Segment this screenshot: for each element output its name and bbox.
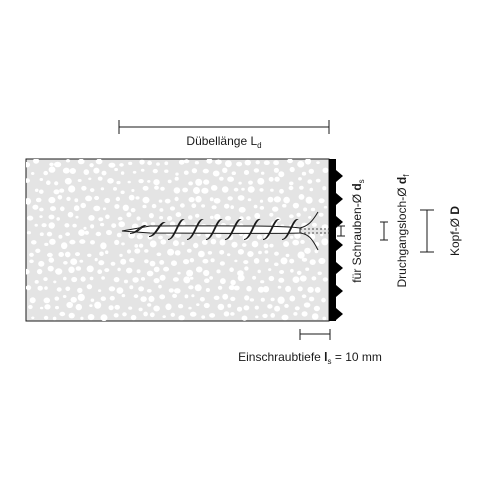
screw-diameter-bracket xyxy=(337,225,345,237)
head-diameter-bracket xyxy=(420,209,434,253)
screw-thread xyxy=(129,218,299,240)
dowel-length-label: Dübellänge Ld xyxy=(186,134,261,150)
thread-turn xyxy=(262,218,280,240)
sealing-profile xyxy=(329,159,343,321)
thread-turn xyxy=(224,218,242,240)
dowel-length-dimension: Dübellänge Ld xyxy=(118,120,330,150)
head-diameter-label: Kopf-Ø D xyxy=(448,206,462,256)
screw xyxy=(121,211,330,251)
screw-diameter-label: für Schrauben-Ø ds xyxy=(350,179,366,282)
thread-turn xyxy=(186,218,204,240)
thread-turn xyxy=(205,218,223,240)
screw-in-depth-dimension: Einschraubtiefe ls = 10 mm xyxy=(238,329,382,366)
material-texture xyxy=(26,159,329,321)
thread-turn xyxy=(243,218,261,240)
screw-in-depth-label: Einschraubtiefe ls = 10 mm xyxy=(238,350,382,366)
thread-turn xyxy=(129,224,147,234)
through-hole-bracket xyxy=(380,221,388,241)
thread-turn xyxy=(281,218,299,240)
insulation-block xyxy=(25,158,330,322)
thread-turn xyxy=(148,221,166,237)
thread-turn xyxy=(167,218,185,240)
through-hole-label: Druchgangsloch-Ø df xyxy=(395,174,411,288)
